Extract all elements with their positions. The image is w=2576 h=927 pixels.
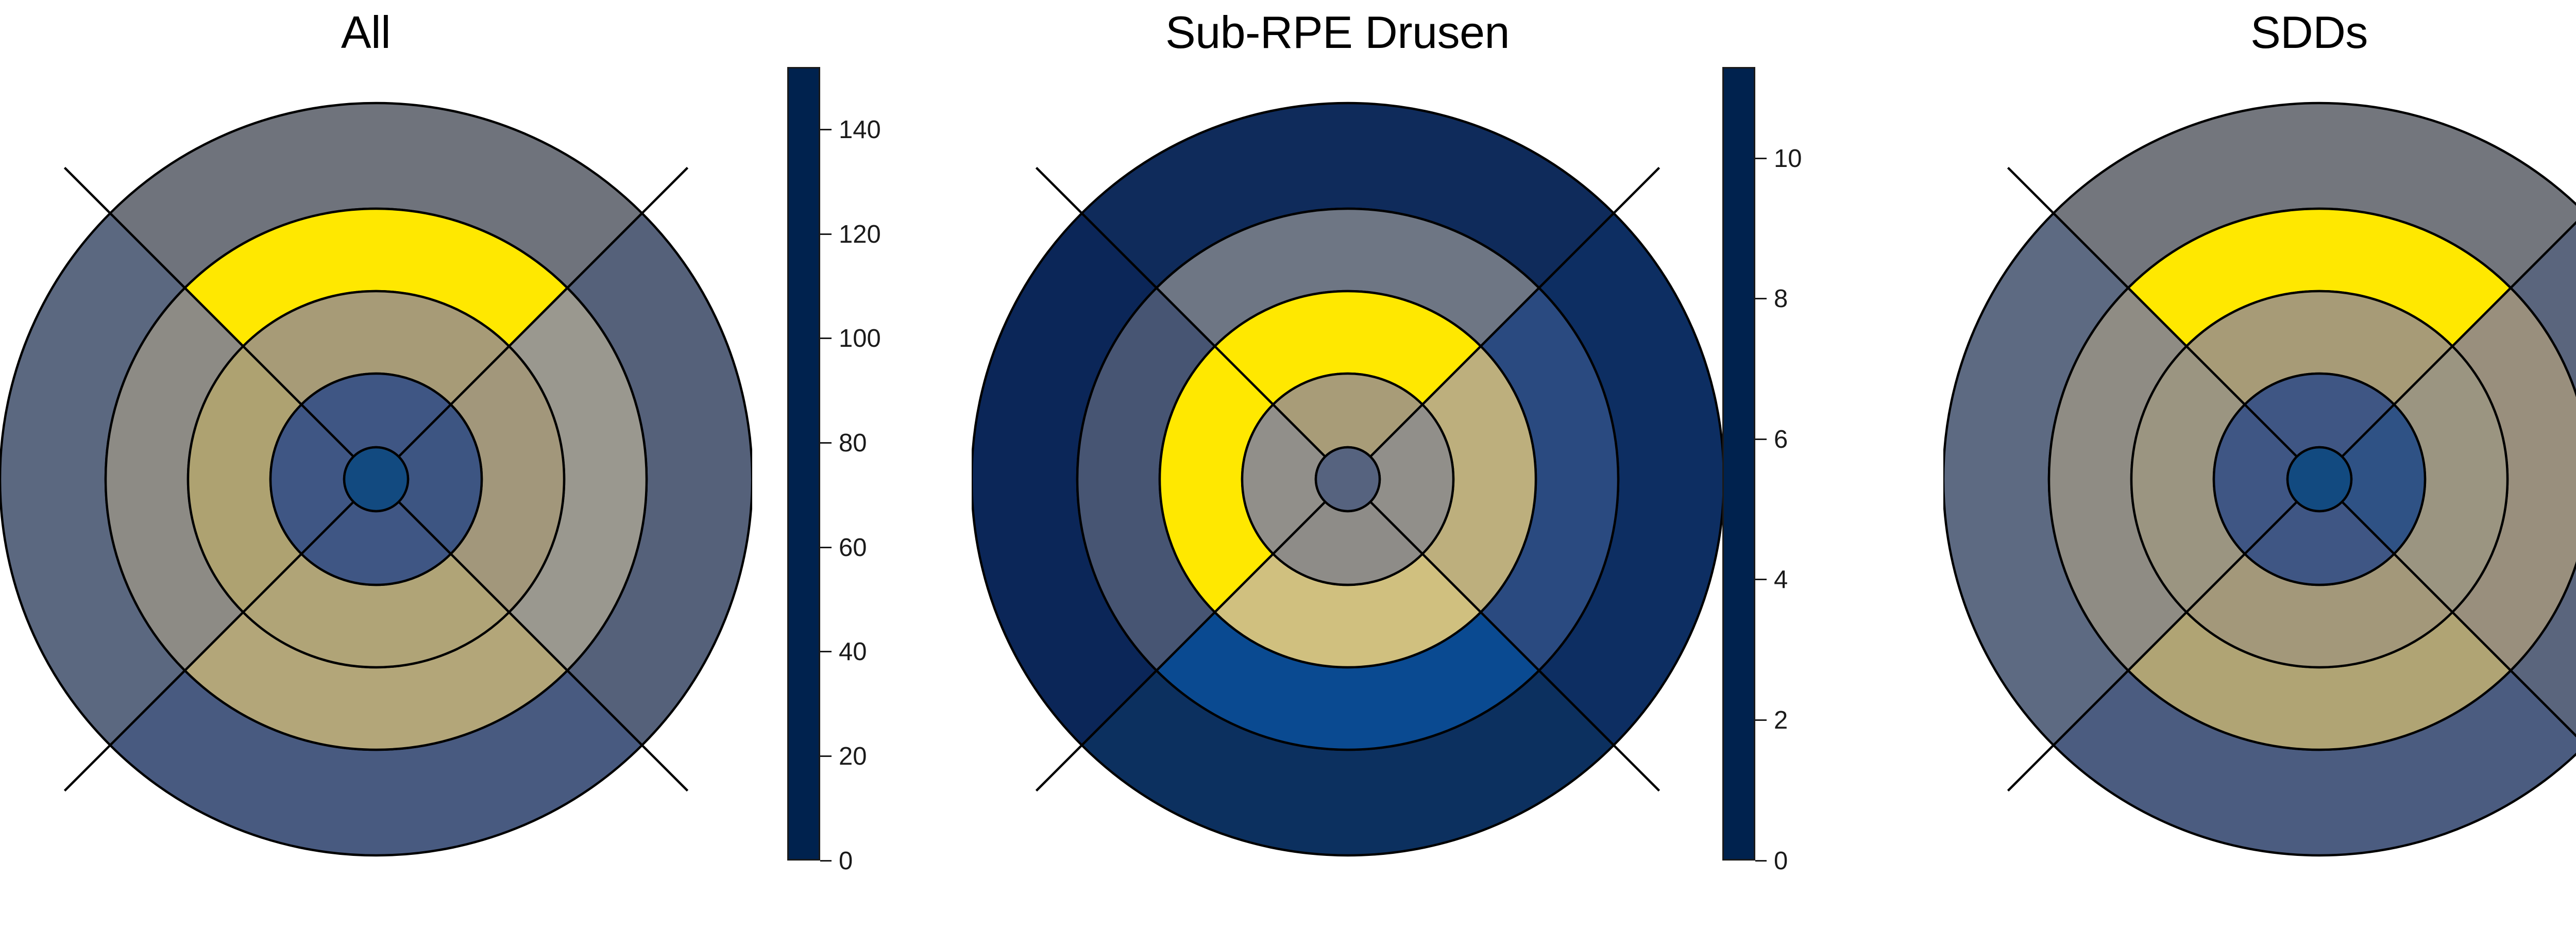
- panel-sub-rpe-drusen: Sub-RPE Drusen 0 2 4 6 8 10: [972, 0, 1943, 927]
- divider-tick-315: [2007, 166, 2057, 216]
- divider-tick-315: [63, 166, 113, 216]
- tick-mark-icon: [820, 129, 832, 131]
- tick-mark-icon: [1755, 438, 1767, 440]
- panel-title: All: [341, 7, 391, 58]
- divider-tick-45: [639, 166, 689, 216]
- tick-mark-icon: [1755, 579, 1767, 581]
- colorbar-tick-label: 80: [839, 429, 867, 457]
- bullseye-container: [0, 77, 752, 881]
- colorbar-tick-label: 20: [839, 742, 867, 770]
- colorbar-tick-label: 2: [1774, 706, 1788, 734]
- tick-mark-icon: [1755, 719, 1767, 721]
- tick-mark-icon: [1755, 859, 1767, 862]
- divider-tick-135: [1611, 742, 1660, 792]
- sector-peripheral-nasal: [2509, 221, 2576, 738]
- colorbar-tick-label: 140: [839, 116, 881, 144]
- sector-fovea: [1314, 446, 1381, 513]
- colorbar-tick-label: 0: [1774, 847, 1788, 875]
- colorbar-gradient: [787, 67, 820, 861]
- colorbar-tick-label: 120: [839, 220, 881, 248]
- colorbar-gradient: [1722, 67, 1755, 861]
- panel-all: All 0 20 40 60 80 100 120 140: [0, 0, 972, 927]
- sector-fovea: [343, 446, 410, 513]
- colorbar-tick-label: 8: [1774, 285, 1788, 313]
- tick-mark-icon: [820, 442, 832, 444]
- tick-mark-icon: [1755, 157, 1767, 159]
- divider-tick-225: [63, 742, 113, 792]
- bullseye-chart: [1943, 102, 2576, 857]
- divider-tick-225: [1035, 742, 1085, 792]
- divider-tick-135: [639, 742, 689, 792]
- bullseye-container: [972, 77, 1724, 881]
- tick-mark-icon: [1755, 298, 1767, 300]
- tick-mark-icon: [820, 546, 832, 548]
- colorbar-tick-label: 100: [839, 325, 881, 353]
- divider-tick-45: [1611, 166, 1660, 216]
- colorbar-tick-label: 6: [1774, 425, 1788, 453]
- tick-mark-icon: [820, 651, 832, 653]
- divider-tick-225: [2007, 742, 2057, 792]
- panel-title: SDDs: [2250, 7, 2368, 58]
- tick-mark-icon: [820, 338, 832, 340]
- bullseye-chart: [0, 102, 752, 857]
- colorbar-tick-label: 60: [839, 533, 867, 562]
- bullseye-chart: [972, 102, 1724, 857]
- sector-fovea: [2286, 446, 2353, 513]
- tick-mark-icon: [820, 755, 832, 757]
- panel-sdds: SDDs020406080100120140: [1943, 0, 2576, 927]
- colorbar-tick-group: 0 2 4 6 8 10: [1755, 67, 1874, 873]
- quadrant-divider-ticks: [1035, 166, 1660, 792]
- colorbar-tick-label: 10: [1774, 144, 1802, 173]
- colorbar-tick-label: 4: [1774, 566, 1788, 594]
- tick-mark-icon: [820, 859, 832, 862]
- panel-title: Sub-RPE Drusen: [1165, 7, 1510, 58]
- colorbar-tick-label: 40: [839, 638, 867, 666]
- divider-tick-315: [1035, 166, 1085, 216]
- tick-mark-icon: [820, 233, 832, 235]
- quadrant-divider-ticks: [63, 166, 689, 792]
- colorbar-tick-group: 0 20 40 60 80 100 120 140: [820, 67, 939, 873]
- colorbar-tick-label: 0: [839, 847, 853, 875]
- bullseye-container: [1943, 77, 2576, 881]
- quadrant-divider-ticks: [2007, 166, 2057, 792]
